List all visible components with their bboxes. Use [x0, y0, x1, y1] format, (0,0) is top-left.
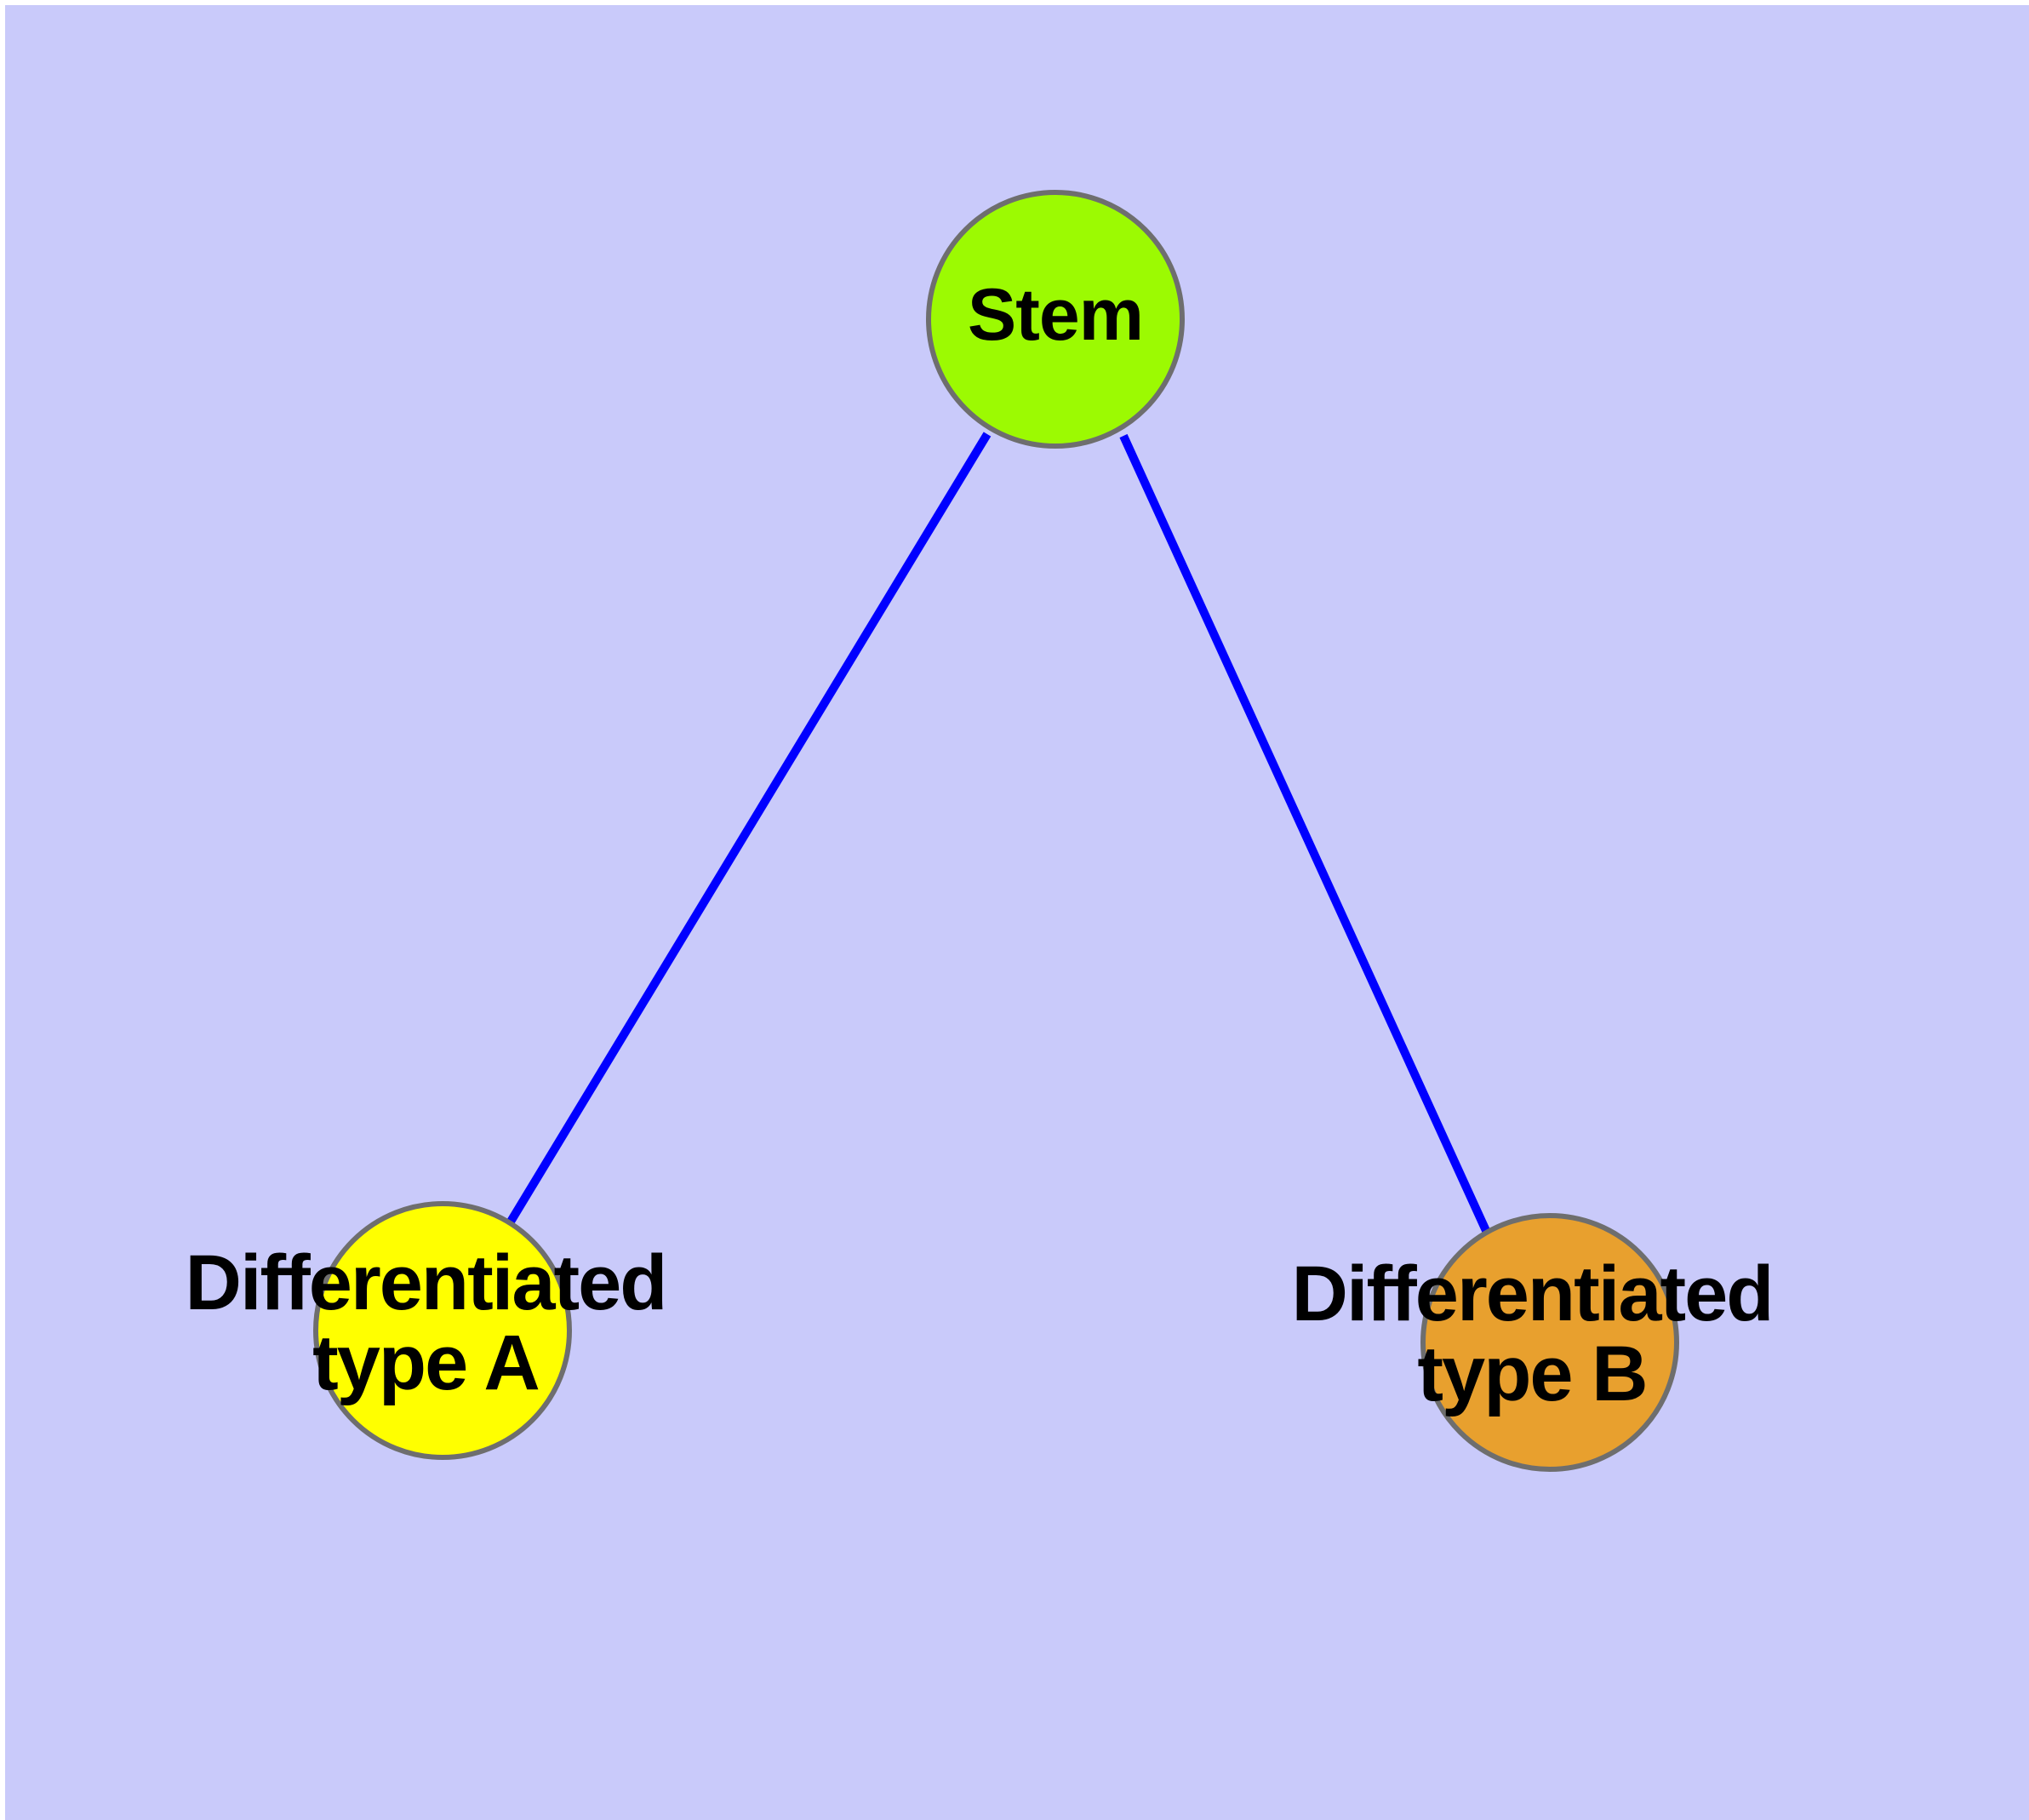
node-stem[interactable]: [926, 190, 1185, 449]
edge-stem-to-diff-b[interactable]: [1119, 433, 1492, 1237]
edge-layer: [506, 432, 1492, 1237]
node-layer: [313, 190, 1679, 1472]
node-differentiated-type-a[interactable]: [313, 1201, 572, 1460]
node-differentiated-type-b[interactable]: [1420, 1213, 1679, 1472]
edge-stem-to-diff-a[interactable]: [506, 432, 992, 1224]
